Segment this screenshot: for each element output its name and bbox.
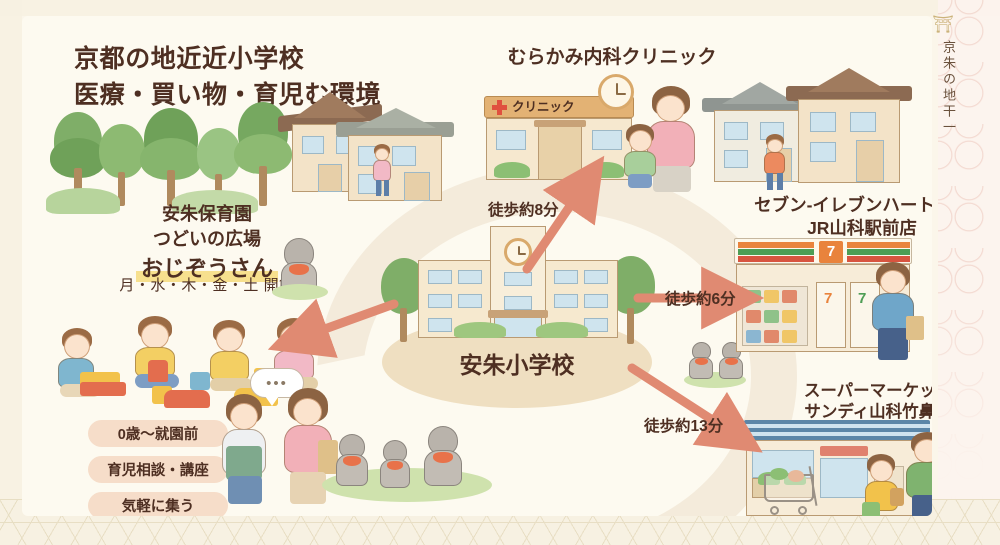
nursery-line1: 安朱保育園 (162, 204, 252, 224)
supermarket-awning (744, 420, 930, 440)
content-card: 京都の地近近小学校 医療・買い物・育児む環境 (22, 16, 932, 516)
toy-car (164, 390, 210, 408)
jizo-statue-icon (378, 440, 412, 488)
tree-decoration (50, 112, 106, 204)
toy-block (148, 360, 168, 382)
parent-illustration (214, 394, 276, 504)
walk-time-supermarket: 徒歩約13分 (644, 418, 724, 435)
parent-illustration (902, 432, 932, 516)
arrow-to-nursery (267, 298, 399, 358)
house-illustration (702, 82, 818, 188)
badge-consultation: 育児相談・講座 (88, 456, 228, 483)
seven-eleven-heading: セブン-イレブンハートイン JR山科駅前店 (754, 195, 932, 238)
walk-time-seven-eleven: 徒歩約6分 (665, 291, 736, 308)
tree-decoration (96, 124, 148, 206)
child-illustration (860, 454, 904, 516)
nursery-hours: 月・水・木・金・土 開館 (119, 277, 295, 294)
child-illustration (620, 124, 660, 188)
toy-truck (80, 382, 126, 396)
clinic-sign-text: クリニック (512, 100, 575, 114)
walk-time-clinic: 徒歩約8分 (488, 202, 559, 219)
grass-patch (272, 284, 328, 300)
center-school-name: 安朱小学校 (459, 352, 575, 378)
supermarket-illustration (744, 420, 930, 516)
seven-eleven-logo: 7 (734, 238, 912, 264)
route-arrows (267, 155, 765, 453)
person-illustration (370, 144, 394, 196)
shopping-cart-icon (762, 466, 826, 516)
bush-decoration (46, 188, 120, 214)
corner-vertical-label: 京朱の地干一 (941, 40, 956, 136)
arrow-to-supermarket (627, 363, 763, 453)
person-illustration (762, 134, 788, 190)
badge-gathering: 気軽に集う (88, 492, 228, 516)
bush-decoration (172, 190, 258, 214)
red-cross-icon (492, 100, 507, 115)
jizo-statue-icon (422, 426, 464, 486)
nursery-highlight: おじぞうさん (135, 253, 278, 285)
right-border-shippo-pattern (938, 0, 1000, 545)
ornament-icon: ⛩ (932, 15, 954, 34)
left-border-pattern (0, 0, 22, 545)
toy-block (190, 372, 210, 390)
shopper-illustration (868, 262, 924, 360)
parent-illustration (276, 388, 344, 504)
top-border-pattern (0, 0, 1000, 16)
house-illustration (786, 68, 912, 190)
nursery-line2: つどいの広場 (153, 228, 261, 249)
clock-icon (598, 74, 634, 110)
nursery-heading: 安朱保育園 つどいの広場 おじぞうさん (102, 202, 312, 285)
tree-decoration (140, 108, 202, 206)
school-building-icon (418, 226, 618, 338)
house-illustration (336, 108, 454, 208)
badge-age-range: 0歳〜就園前 (88, 420, 228, 447)
child-illustration (204, 320, 260, 398)
clinic-heading: むらかみ内科クリニック (507, 47, 717, 68)
jizo-statue-icon (688, 342, 714, 379)
arrow-to-clinic (522, 155, 605, 274)
jizo-statue-icon (334, 434, 370, 486)
supermarket-heading: スーパーマーケット サンディ山科竹鼻店 (803, 382, 932, 422)
